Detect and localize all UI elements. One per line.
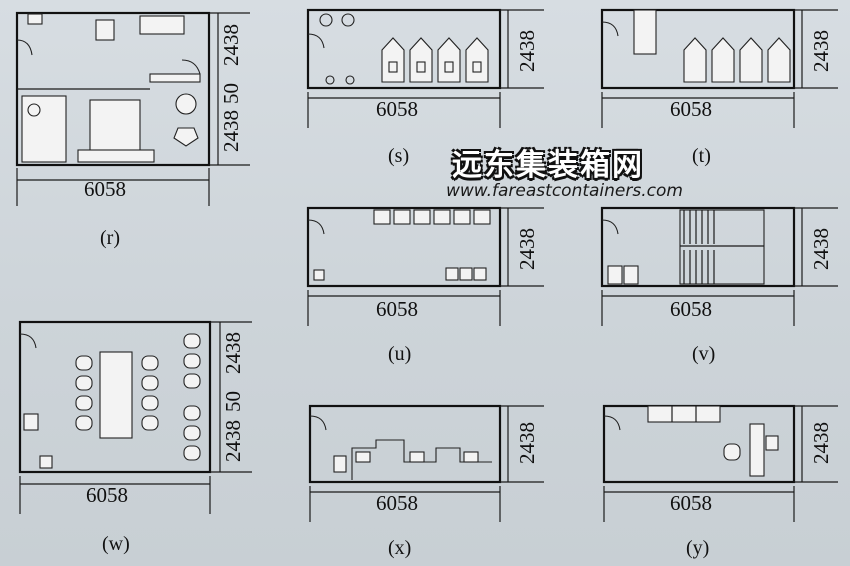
plan-v-bin [623,265,639,285]
plan-y-cabinets [647,405,721,423]
plan-w-outline [18,320,212,474]
watermark-url[interactable]: www.fareastcontainers.com [446,181,683,201]
plan-w-caption: (w) [102,533,130,555]
plan-w-width-bottom-label: 2438 [221,420,245,462]
plan-w-door-swing [19,333,37,349]
plan-r-width-bottom-label: 2438 [219,110,243,152]
plan-y-desk [749,423,765,477]
plan-t-length-label: 6058 [670,97,712,121]
plan-x-length-label: 6058 [376,491,418,515]
plan-r-caption: (r) [100,227,120,249]
plan-s-caption: (s) [388,145,409,167]
plan-u-length-label: 6058 [376,297,418,321]
plan-v-bin [607,265,623,285]
plan-v: 6058 2438 (v) [600,206,838,365]
plan-u-caption: (u) [388,343,411,365]
plan-y-door-swing [603,415,621,431]
plan-v-caption: (v) [692,343,715,365]
plan-r-bathroom [21,95,67,163]
plan-t-storage [633,9,657,55]
plan-y: 6058 2438 (y) [602,404,838,559]
plan-r-toilet [27,103,41,117]
plan-r-shelf [149,73,201,83]
plan-u: 6058 2438 (u) [306,206,544,365]
plan-u-door-swing [307,219,325,235]
plan-w-chairs [75,333,201,461]
plan-v-staircase [679,209,765,285]
plan-r-width-top-label: 2438 [219,24,243,66]
plan-u-width-label: 2438 [515,228,539,270]
plan-w-bin [39,455,53,469]
plan-r-door-swing-2 [181,59,201,75]
plan-v-length-label: 6058 [670,297,712,321]
watermark-brand: 远东集装箱网 [452,148,644,183]
plan-w-width-top-label: 2438 [221,332,245,374]
plan-r-armchair [175,93,197,115]
plan-r-bed [89,99,141,153]
plan-r: 6058 2438 2438 50 (r) [15,11,250,249]
plan-x-caption: (x) [388,537,411,559]
plan-s: 6058 2438 (s) [306,8,544,167]
plan-t-cubicles [683,37,791,83]
plan-r-sideboard [77,149,155,163]
plan-s-basin [319,13,333,27]
plan-w-cabinet [23,413,39,431]
plan-r-gap-label: 50 [219,83,243,104]
plan-x-door-swing [309,415,327,431]
plan-s-outline [306,8,502,90]
plan-y-chair [723,443,741,461]
plan-w-gap-label: 50 [221,391,245,412]
plan-r-desk [95,19,115,41]
plan-y-caption: (y) [686,537,709,559]
plan-s-cubicles [325,37,489,85]
plan-s-basin [341,13,355,27]
plan-w-length-label: 6058 [86,483,128,507]
plan-r-cabinet [27,13,43,25]
plan-r-length-label: 6058 [84,177,126,201]
plan-w-conference-table [99,351,133,439]
plan-y-side-table [765,435,779,451]
plan-t-caption: (t) [692,145,711,167]
plan-w: 6058 2438 2438 50 (w) [18,320,252,555]
plan-x-outline [308,404,502,484]
plan-t: 6058 2438 (t) [600,8,838,167]
plan-v-outline [600,206,796,288]
plan-x: 6058 2438 (x) [308,404,544,559]
plan-v-door-swing [601,219,619,235]
plan-u-lockers [313,209,491,281]
plan-r-door-swing [16,39,33,56]
plan-t-door-swing [601,21,619,37]
plan-r-sofa [139,15,185,35]
plan-r-table [173,127,199,147]
plan-t-outline [600,8,796,90]
plan-s-length-label: 6058 [376,97,418,121]
plan-s-door-swing [307,33,325,49]
plan-u-outline [306,206,502,288]
plan-t-width-label: 2438 [809,30,833,72]
plan-v-width-label: 2438 [809,228,833,270]
plan-x-workstations [333,439,492,480]
plan-x-width-label: 2438 [515,422,539,464]
plan-s-width-label: 2438 [515,30,539,72]
plan-y-width-label: 2438 [809,422,833,464]
plan-y-length-label: 6058 [670,491,712,515]
